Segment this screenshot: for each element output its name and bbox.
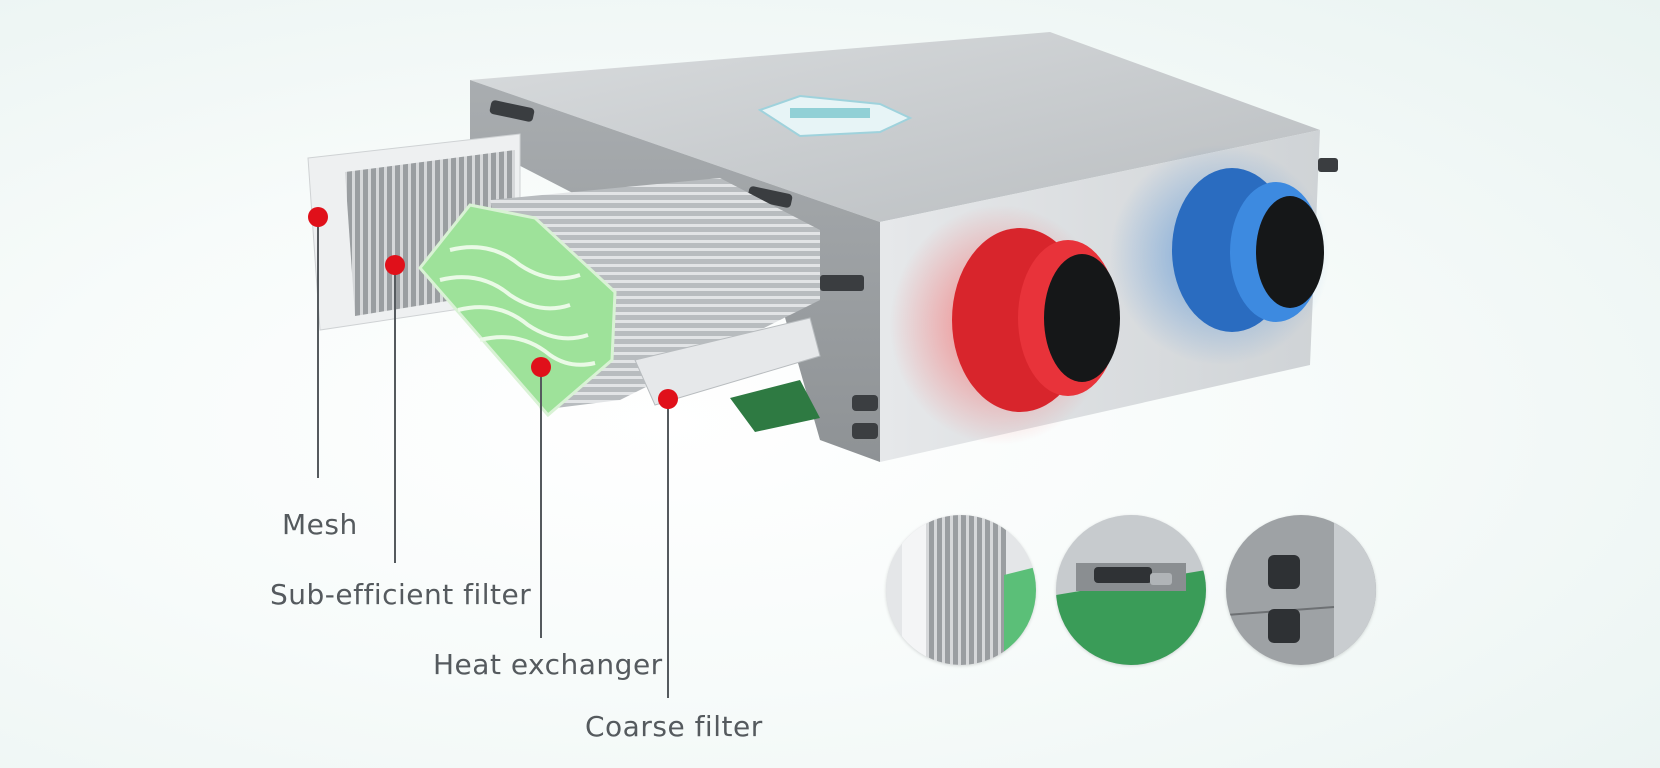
callout-sub-efficient-filter: Sub-efficient filter — [270, 578, 532, 611]
sub-efficient-marker — [385, 255, 405, 275]
mid-handle-icon — [747, 186, 793, 208]
right-bracket-icon — [1318, 158, 1338, 172]
latch-closeup-icon — [1056, 515, 1206, 665]
connector-closeup-icon — [1226, 515, 1376, 665]
cable-gland-icon — [852, 395, 878, 411]
callout-heat-exchanger: Heat exchanger — [433, 648, 663, 681]
callout-coarse-filter: Coarse filter — [585, 710, 763, 743]
side-bracket-icon — [820, 275, 864, 291]
heat-exchanger-marker — [531, 357, 551, 377]
bottom-board-icon — [730, 380, 820, 432]
casing-top — [470, 32, 1320, 222]
exhaust-duct-opening — [1256, 196, 1324, 308]
cable-gland-icon-2 — [852, 423, 878, 439]
coarse-filter-tray — [634, 317, 821, 406]
mesh-marker — [308, 207, 328, 227]
casing-left-side — [470, 80, 880, 462]
filter-closeup-icon — [886, 515, 1036, 665]
supply-duct-opening — [1044, 254, 1120, 382]
coarse-filter-marker — [658, 389, 678, 409]
top-handle-icon — [489, 100, 535, 122]
callout-mesh: Mesh — [282, 508, 358, 541]
